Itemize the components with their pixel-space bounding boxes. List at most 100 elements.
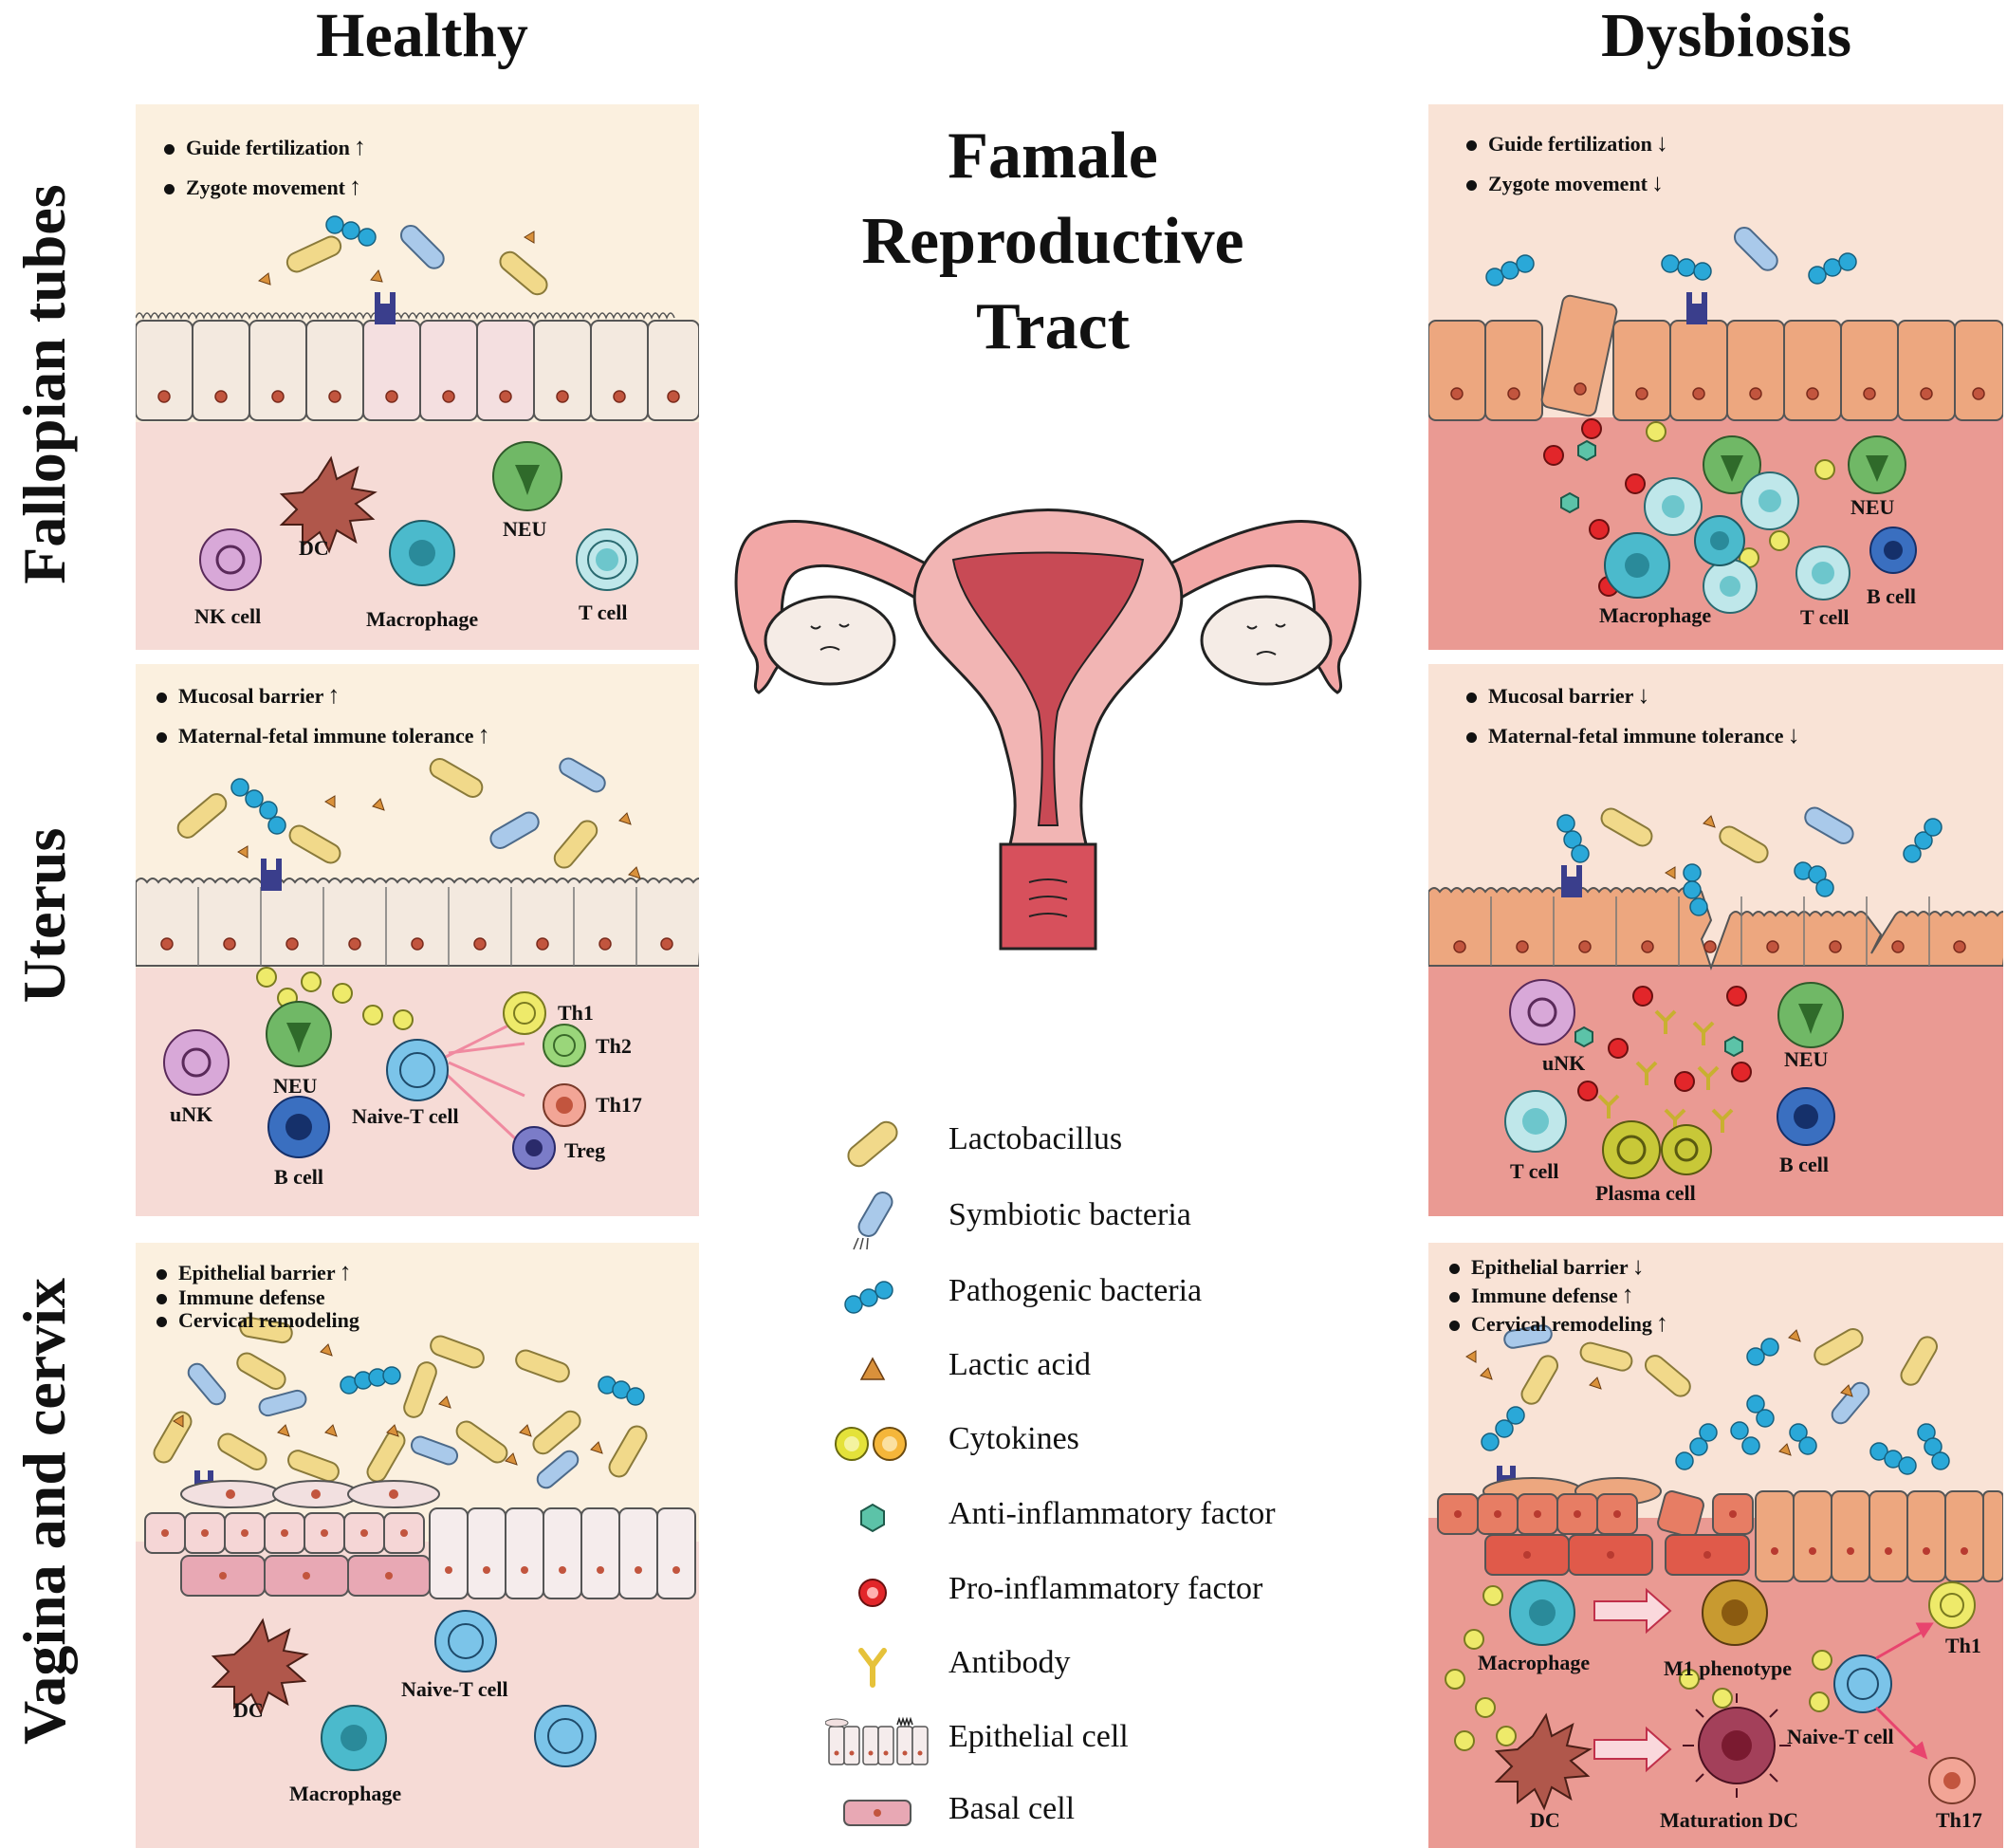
center-title-line-2: Reproductive xyxy=(861,205,1244,278)
panel-fallopian-healthy: Guide fertilization↑ Zygote movement↑ DC… xyxy=(136,104,699,650)
bullet-1: Immune defense↑ xyxy=(1449,1281,1634,1309)
fallopian-healthy-illustration xyxy=(136,104,699,650)
pro-inflammatory-icon xyxy=(858,1579,887,1607)
label-bcell: B cell xyxy=(1779,1153,1829,1176)
bullet-0: Guide fertilization↓ xyxy=(1466,129,1668,157)
healthy-header: Healthy xyxy=(316,1,528,70)
cytokines-icon xyxy=(835,1427,907,1461)
center-title-line-1: Famale xyxy=(948,120,1158,193)
label-dc: DC xyxy=(233,1698,264,1722)
bullet-1: Immune defense xyxy=(157,1283,329,1311)
legend-item-antibody: Antibody xyxy=(825,1634,1356,1700)
label-naive: Naive-T cell xyxy=(1787,1725,1894,1748)
label-macrophage: Macrophage xyxy=(1599,603,1712,627)
uterus-dysbiosis-illustration xyxy=(1428,664,2003,1216)
m1-arrow xyxy=(1593,1587,1672,1635)
naive-t-cell xyxy=(1833,1654,1892,1713)
legend-label: Antibody xyxy=(948,1645,1071,1680)
label-bcell: B cell xyxy=(1867,584,1916,608)
label-neu: NEU xyxy=(503,517,547,541)
vagina-healthy-illustration xyxy=(136,1243,699,1848)
section-label-uterus: Uterus xyxy=(10,827,78,1004)
th1-cell xyxy=(1928,1581,1976,1629)
label-plasma: Plasma cell xyxy=(1595,1181,1696,1205)
section-label-fallopian: Fallopian tubes xyxy=(10,184,78,584)
label-tcell: T cell xyxy=(579,601,628,624)
legend-item-lactic-acid: Lactic acid xyxy=(825,1336,1356,1402)
dysbiosis-header: Dysbiosis xyxy=(1600,1,1852,70)
naive-t-cell-2 xyxy=(534,1705,597,1767)
panel-vagina-healthy: Epithelial barrier↑ Immune defense Cervi… xyxy=(136,1243,699,1848)
dc-cell xyxy=(279,455,377,554)
bullet-0: Mucosal barrier↑ xyxy=(157,681,340,710)
panel-fallopian-dysbiosis: Guide fertilization↓ Zygote movement↓ NE… xyxy=(1428,104,2003,650)
bullet-1: Maternal-fetal immune tolerance↑ xyxy=(157,721,490,749)
label-bcell: B cell xyxy=(274,1165,323,1189)
unk-cell xyxy=(1509,979,1575,1045)
section-label-vagina: Vagina and cervix xyxy=(10,1278,78,1745)
uterus-healthy-illustration xyxy=(136,664,699,1216)
center-title: Famale Reproductive Tract xyxy=(759,114,1347,370)
legend-label: Basal cell xyxy=(948,1791,1076,1826)
dc-cell xyxy=(211,1617,309,1716)
bullet-1: Maternal-fetal immune tolerance↓ xyxy=(1466,721,1800,749)
anti-inflammatory-icon xyxy=(860,1503,885,1533)
fallopian-dysbiosis-illustration xyxy=(1428,104,2003,650)
legend-label: Lactobacillus xyxy=(948,1121,1123,1156)
legend-item-basal: Basal cell xyxy=(825,1780,1356,1846)
legend-item-symbiotic: Symbiotic bacteria xyxy=(825,1186,1356,1252)
legend-item-cytokines: Cytokines xyxy=(825,1410,1356,1476)
label-dc: DC xyxy=(299,536,329,560)
legend-item-anti-inflammatory: Anti-inflammatory factor xyxy=(825,1485,1356,1551)
lactic-acid-icon xyxy=(859,1357,886,1380)
label-neu: NEU xyxy=(1784,1047,1829,1071)
label-th1: Th1 xyxy=(558,1001,594,1025)
plasma-cell xyxy=(1602,1120,1661,1179)
label-nk: NK cell xyxy=(194,604,262,628)
unk-cell xyxy=(163,1029,230,1096)
symbiotic-bacteria-icon xyxy=(853,1192,893,1250)
bullet-0: Guide fertilization↑ xyxy=(164,133,366,161)
naive-t-cell xyxy=(386,1039,449,1101)
bullet-1: Zygote movement↓ xyxy=(1466,169,1664,197)
naive-t-cell xyxy=(434,1610,497,1672)
panel-vagina-dysbiosis: Epithelial barrier↓ Immune defense↑ Cerv… xyxy=(1428,1243,2003,1848)
panel-uterus-healthy: Mucosal barrier↑ Maternal-fetal immune t… xyxy=(136,664,699,1216)
legend-item-pro-inflammatory: Pro-inflammatory factor xyxy=(825,1560,1356,1626)
label-macrophage: Macrophage xyxy=(366,607,479,631)
bullet-2: Cervical remodeling↑ xyxy=(1449,1309,1668,1338)
label-th17: Th17 xyxy=(1936,1808,1982,1832)
label-macrophage: Macrophage xyxy=(289,1782,402,1805)
label-mdc: Maturation DC xyxy=(1660,1808,1799,1832)
label-macrophage: Macrophage xyxy=(1478,1651,1591,1674)
label-neu: NEU xyxy=(273,1074,318,1098)
legend-label: Pathogenic bacteria xyxy=(948,1273,1203,1308)
antibody-icon xyxy=(858,1648,887,1688)
legend-label: Cytokines xyxy=(948,1421,1079,1456)
legend-item-epithelial: Epithelial cell xyxy=(825,1708,1356,1774)
label-th2: Th2 xyxy=(596,1034,632,1058)
mdc-arrow xyxy=(1593,1726,1672,1773)
label-neu: NEU xyxy=(1850,495,1895,519)
label-th17: Th17 xyxy=(596,1093,642,1117)
panel-uterus-dysbiosis: Mucosal barrier↓ Maternal-fetal immune t… xyxy=(1428,664,2003,1216)
epithelial-cell-icon xyxy=(825,1716,929,1765)
label-naive: Naive-T cell xyxy=(352,1104,459,1128)
label-tcell: T cell xyxy=(1800,605,1850,629)
bullet-1: Zygote movement↑ xyxy=(164,173,361,201)
legend-label: Pro-inflammatory factor xyxy=(948,1571,1263,1606)
basal-cell-icon xyxy=(843,1800,911,1826)
label-unk: uNK xyxy=(1542,1051,1586,1075)
label-unk: uNK xyxy=(170,1102,213,1126)
bullet-2: Cervical remodeling xyxy=(157,1305,363,1334)
bullet-0: Epithelial barrier↑ xyxy=(157,1258,352,1286)
pathogenic-bacteria-icon xyxy=(844,1281,893,1314)
nk-cell xyxy=(199,528,262,591)
legend-label: Anti-inflammatory factor xyxy=(948,1496,1276,1531)
label-naive: Naive-T cell xyxy=(401,1677,508,1701)
legend-label: Symbiotic bacteria xyxy=(948,1197,1191,1232)
legend-label: Epithelial cell xyxy=(948,1719,1129,1754)
label-tcell: T cell xyxy=(1510,1159,1559,1183)
center-title-line-3: Tract xyxy=(976,290,1130,363)
dc-cell xyxy=(1494,1712,1593,1811)
